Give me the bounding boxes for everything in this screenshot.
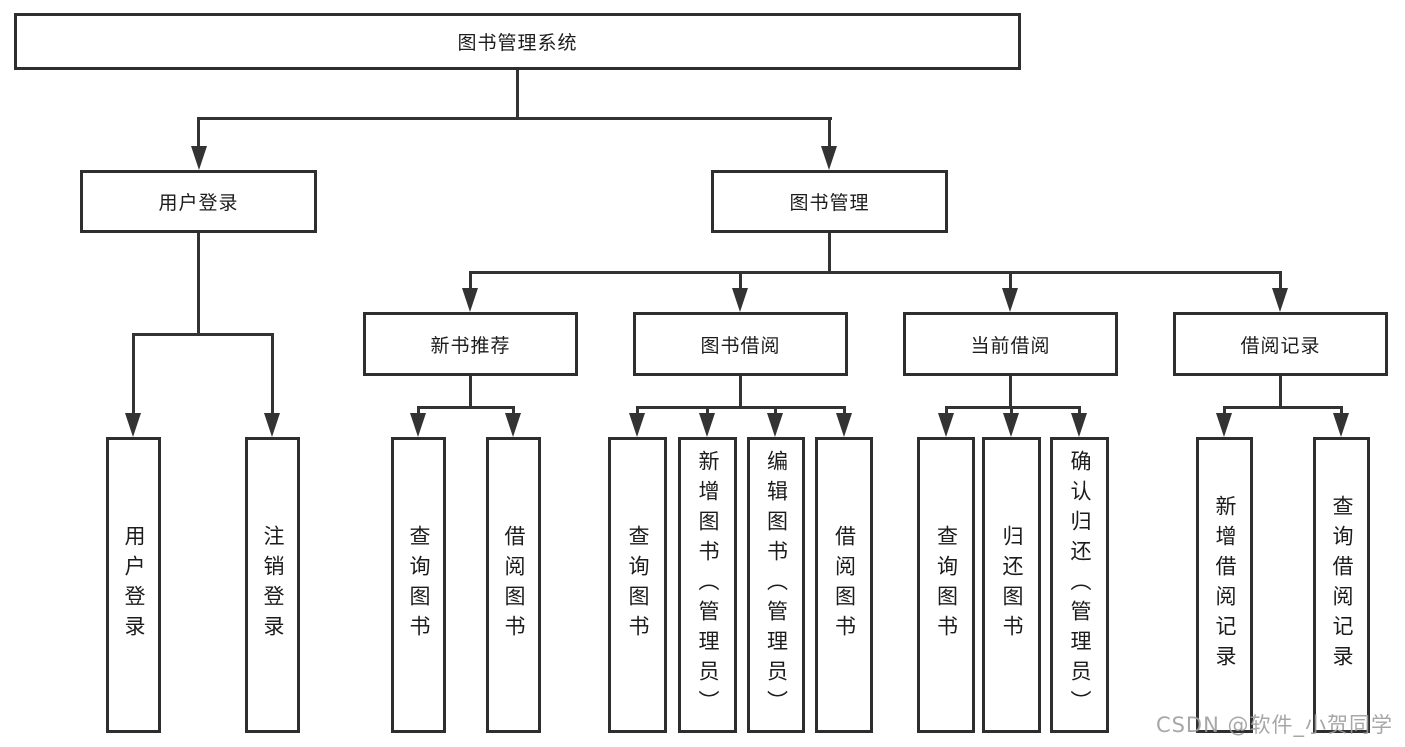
leaf-query-books-recommend-label: 查询图书	[407, 525, 431, 645]
node-book-management: 图书管理	[711, 170, 948, 233]
leaf-query-books-current-label: 查询图书	[934, 525, 959, 645]
leaf-query-borrow-record: 查询借阅记录	[1313, 437, 1370, 733]
arrowhead-down-icon	[1272, 288, 1288, 312]
node-new-book-recommend-label: 新书推荐	[430, 334, 511, 357]
arrowhead-down-icon	[1071, 413, 1087, 437]
connector-current-stub	[1009, 376, 1012, 409]
arrowhead-down-icon	[938, 413, 954, 437]
arrowhead-down-icon	[629, 413, 645, 437]
leaf-confirm-return-admin-label: 确认归还（管理员）	[1068, 450, 1092, 720]
leaf-confirm-return-admin: 确认归还（管理员）	[1050, 437, 1109, 733]
arrowhead-down-icon	[191, 146, 207, 170]
connector-recommend-bus	[417, 406, 515, 409]
connector-records-arm-1	[1223, 406, 1226, 416]
node-new-book-recommend: 新书推荐	[363, 312, 578, 376]
connector-current-bus	[945, 406, 1081, 409]
connector-bookmgmt-arm-3	[1009, 271, 1012, 290]
leaf-user-login-label: 用户登录	[122, 525, 146, 645]
leaf-borrow-books-recommend-label: 借阅图书	[502, 525, 526, 645]
leaf-query-books-recommend: 查询图书	[391, 437, 446, 733]
arrowhead-down-icon	[836, 413, 852, 437]
arrowhead-down-icon	[505, 413, 521, 437]
leaf-borrow-books-borrowing: 借阅图书	[815, 437, 873, 733]
connector-bookmgmt-arm-4	[1279, 271, 1282, 290]
arrowhead-down-icon	[732, 288, 748, 312]
connector-current-arm-3	[1078, 406, 1081, 416]
connector-bookmgmt-stub	[828, 233, 831, 274]
leaf-return-book-label: 归还图书	[1000, 525, 1024, 645]
connector-current-arm-1	[945, 406, 948, 416]
node-user-login-label: 用户登录	[158, 192, 239, 214]
leaf-borrow-books-recommend: 借阅图书	[486, 437, 541, 733]
node-root-label: 图书管理系统	[457, 32, 578, 54]
connector-bookmgmt-bus	[469, 271, 1282, 274]
connector-recommend-stub	[469, 376, 472, 409]
leaf-return-book: 归还图书	[982, 437, 1041, 733]
connector-root-stub	[516, 70, 519, 118]
connector-borrowing-arm-1	[636, 406, 639, 416]
connector-root-arm-left	[197, 117, 200, 148]
leaf-add-borrow-record-label: 新增借阅记录	[1213, 495, 1237, 675]
leaf-query-books-current: 查询图书	[917, 437, 975, 733]
connector-borrowing-arm-4	[843, 406, 846, 416]
leaf-edit-book-admin: 编辑图书（管理员）	[747, 437, 805, 733]
connector-recommend-arm-2	[512, 406, 515, 416]
leaf-edit-book-admin-label: 编辑图书（管理员）	[764, 450, 789, 720]
arrowhead-down-icon	[264, 413, 280, 437]
connector-userlogin-arm-2	[271, 333, 274, 414]
leaf-query-books-borrowing: 查询图书	[608, 437, 667, 733]
arrowhead-down-icon	[1333, 413, 1349, 437]
arrowhead-down-icon	[1003, 413, 1019, 437]
connector-userlogin-bus	[132, 333, 274, 336]
leaf-logout: 注销登录	[245, 437, 300, 733]
node-user-login: 用户登录	[80, 170, 317, 233]
node-borrowing-records: 借阅记录	[1173, 312, 1388, 376]
node-root: 图书管理系统	[14, 13, 1021, 70]
node-current-borrowing-label: 当前借阅	[970, 334, 1051, 357]
connector-borrowing-bus	[636, 406, 846, 409]
leaf-logout-label: 注销登录	[261, 525, 285, 645]
arrowhead-down-icon	[410, 413, 426, 437]
arrowhead-down-icon	[125, 413, 141, 437]
connector-current-arm-2	[1010, 406, 1013, 416]
arrowhead-down-icon	[1216, 413, 1232, 437]
connector-bookmgmt-arm-1	[469, 271, 472, 290]
leaf-query-borrow-record-label: 查询借阅记录	[1330, 495, 1354, 675]
node-borrowing-records-label: 借阅记录	[1240, 334, 1321, 357]
connector-root-bus	[197, 117, 832, 120]
arrowhead-down-icon	[821, 146, 837, 170]
connector-root-arm-right	[828, 117, 831, 148]
connector-records-arm-2	[1340, 406, 1343, 416]
connector-records-stub	[1279, 376, 1282, 409]
arrowhead-down-icon	[1002, 288, 1018, 312]
arrowhead-down-icon	[699, 413, 715, 437]
connector-userlogin-arm-1	[132, 333, 135, 414]
leaf-add-book-admin-label: 新增图书（管理员）	[696, 450, 720, 720]
leaf-query-books-borrowing-label: 查询图书	[626, 525, 650, 645]
connector-borrowing-arm-2	[706, 406, 709, 416]
arrowhead-down-icon	[462, 288, 478, 312]
connector-borrowing-arm-3	[774, 406, 777, 416]
leaf-add-borrow-record: 新增借阅记录	[1196, 437, 1253, 733]
node-book-borrowing: 图书借阅	[633, 312, 848, 376]
leaf-user-login: 用户登录	[106, 437, 161, 733]
node-book-management-label: 图书管理	[789, 192, 870, 214]
connector-recommend-arm-1	[417, 406, 420, 416]
connector-bookmgmt-arm-2	[739, 271, 742, 290]
node-current-borrowing: 当前借阅	[903, 312, 1118, 376]
arrowhead-down-icon	[767, 413, 783, 437]
leaf-borrow-books-borrowing-label: 借阅图书	[832, 525, 857, 645]
connector-borrowing-stub	[739, 376, 742, 409]
csdn-watermark: CSDN @软件_小贺同学	[1155, 713, 1393, 737]
connector-records-bus	[1223, 406, 1343, 409]
connector-userlogin-stub	[197, 233, 200, 336]
leaf-add-book-admin: 新增图书（管理员）	[678, 437, 737, 733]
node-book-borrowing-label: 图书借阅	[700, 334, 781, 357]
